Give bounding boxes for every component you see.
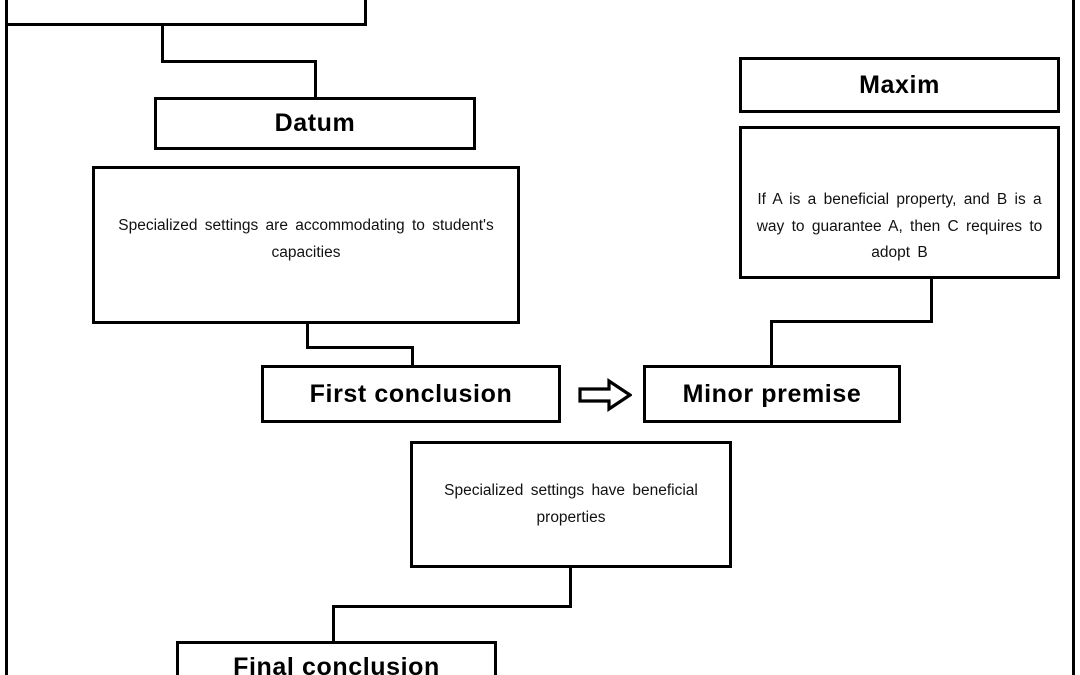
connector-top-to-datum-seg3 xyxy=(314,60,317,100)
datum-body-label: Specialized settings are accommodating t… xyxy=(118,217,494,261)
connector-minor-to-final-seg3 xyxy=(332,605,335,644)
page-frame-right-rule xyxy=(1072,0,1075,675)
datum-title-box[interactable]: Datum xyxy=(154,97,476,150)
minor-premise-body-label: Specialized settings have beneficial pro… xyxy=(444,482,698,526)
datum-title-label: Datum xyxy=(274,109,356,137)
first-conclusion-box[interactable]: First conclusion xyxy=(261,365,561,423)
connector-maxim-to-minor-seg1 xyxy=(930,279,933,323)
connector-top-to-datum-seg1 xyxy=(161,23,164,63)
maxim-title-box[interactable]: Maxim xyxy=(739,57,1060,113)
minor-premise-body-box[interactable]: Specialized settings have beneficial pro… xyxy=(410,441,732,568)
top-partial-box[interactable] xyxy=(5,0,367,26)
page-frame-left-rule xyxy=(5,0,8,675)
connector-maxim-to-minor-seg3 xyxy=(770,320,773,368)
final-conclusion-box[interactable]: Final conclusion xyxy=(176,641,497,675)
maxim-body-label: If A is a beneficial property, and B is … xyxy=(756,191,1043,262)
maxim-body-box[interactable]: If A is a beneficial property, and B is … xyxy=(739,126,1060,279)
connector-datum-to-first-seg2 xyxy=(306,346,414,349)
connector-maxim-to-minor-seg2 xyxy=(770,320,933,323)
connector-top-to-datum-seg2 xyxy=(161,60,317,63)
minor-premise-box[interactable]: Minor premise xyxy=(643,365,901,423)
implies-arrow-icon xyxy=(578,378,632,412)
connector-minor-to-final-seg1 xyxy=(569,568,572,608)
final-conclusion-label: Final conclusion xyxy=(233,653,440,675)
connector-datum-to-first-seg3 xyxy=(411,346,414,368)
maxim-title-label: Maxim xyxy=(859,70,940,99)
minor-premise-label: Minor premise xyxy=(682,379,862,408)
datum-body-box[interactable]: Specialized settings are accommodating t… xyxy=(92,166,520,324)
connector-datum-to-first-seg1 xyxy=(306,324,309,349)
first-conclusion-label: First conclusion xyxy=(309,379,513,408)
connector-minor-to-final-seg2 xyxy=(332,605,572,608)
